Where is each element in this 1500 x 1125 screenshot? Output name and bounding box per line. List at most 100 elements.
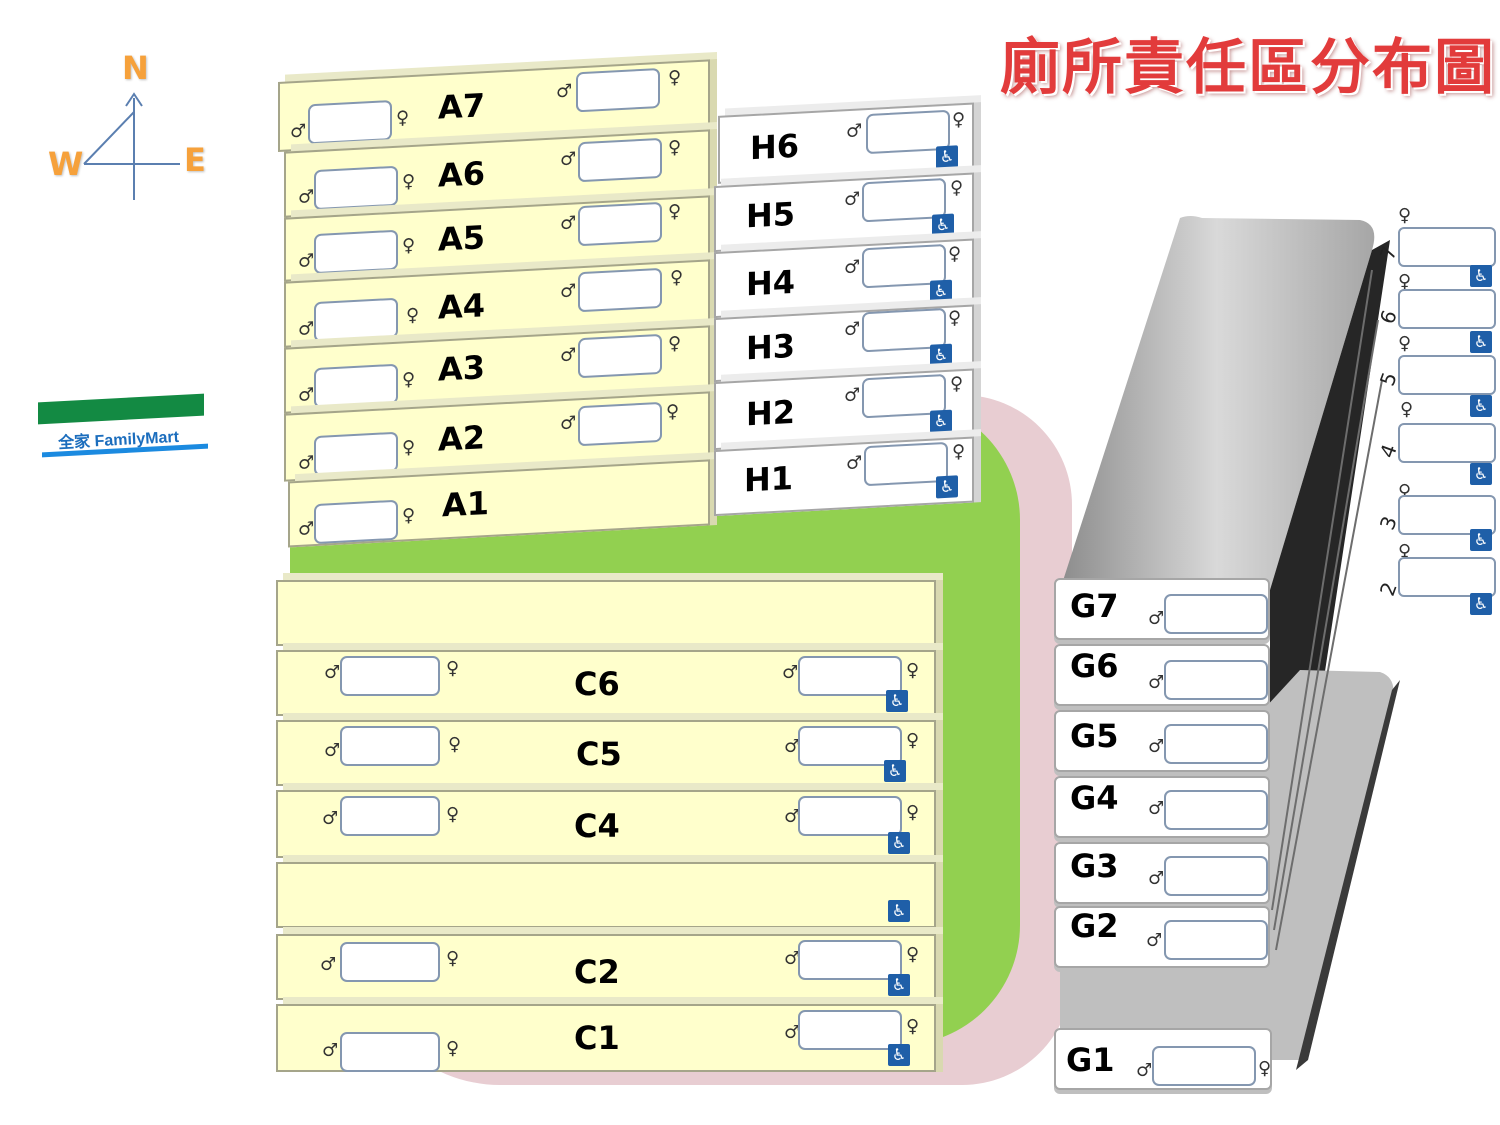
- building-h-floor-1[interactable]: H1 ♂ ♀ ♿: [714, 436, 974, 517]
- female-icon: ♀: [448, 734, 462, 755]
- responsibility-box[interactable]: [314, 499, 398, 545]
- male-icon: ♂: [1148, 672, 1165, 693]
- responsibility-box[interactable]: [1398, 423, 1496, 463]
- building-g-floor-5[interactable]: G5 ♂: [1054, 710, 1270, 772]
- building-g-floor-2[interactable]: G2 ♂: [1054, 906, 1270, 968]
- female-icon: ♀: [396, 107, 410, 129]
- building-c-floor-4[interactable]: ♂ ♀ C4 ♂ ♀ ♿: [276, 790, 936, 858]
- female-icon: ♀: [950, 177, 964, 199]
- female-icon: ♀: [446, 948, 460, 969]
- accessible-toilet-icon: ♿: [930, 343, 952, 367]
- responsibility-box[interactable]: [340, 796, 440, 836]
- responsibility-box[interactable]: [798, 796, 902, 836]
- female-icon: ♀: [1398, 541, 1412, 562]
- building-c-floor-2[interactable]: ♂ ♀ C2 ♂ ♀ ♿: [276, 934, 936, 1000]
- responsibility-box[interactable]: [578, 333, 662, 379]
- floor-label-h1: H1: [744, 458, 794, 500]
- building-g-floor-4[interactable]: G4 ♂: [1054, 776, 1270, 838]
- responsibility-box[interactable]: [1152, 1046, 1256, 1086]
- compass-west-label: W: [48, 145, 84, 183]
- female-icon: ♀: [402, 504, 416, 527]
- responsibility-box[interactable]: [1398, 495, 1496, 535]
- responsibility-box[interactable]: [576, 67, 660, 113]
- compass-arrow-icon: [83, 92, 180, 200]
- responsibility-box[interactable]: [1164, 594, 1268, 634]
- responsibility-box[interactable]: [340, 1032, 440, 1072]
- male-icon: ♂: [1136, 1060, 1153, 1081]
- responsibility-box[interactable]: [798, 726, 902, 766]
- female-icon: ♀: [1400, 399, 1414, 420]
- responsibility-box[interactable]: [1164, 724, 1268, 764]
- responsibility-box[interactable]: [1398, 227, 1496, 267]
- side-floor-3-label: 3: [1374, 512, 1402, 534]
- responsibility-box[interactable]: [798, 940, 902, 980]
- side-floor-5-label: 5: [1374, 368, 1402, 390]
- responsibility-box[interactable]: [578, 201, 662, 247]
- male-icon: ♂: [298, 384, 315, 406]
- building-c-floor-6[interactable]: ♂ ♀ C6 ♂ ♀ ♿: [276, 650, 936, 716]
- responsibility-box[interactable]: [578, 401, 662, 447]
- building-c-floor-3[interactable]: ♿: [276, 862, 936, 928]
- accessible-toilet-icon: ♿: [886, 690, 908, 712]
- female-icon: ♀: [906, 802, 920, 823]
- responsibility-box[interactable]: [578, 137, 662, 183]
- floor-label-g3: G3: [1070, 847, 1119, 885]
- building-g-floor-7[interactable]: G7 ♂: [1054, 578, 1270, 640]
- building-g-floor-1[interactable]: G1 ♂ ♀: [1054, 1028, 1272, 1090]
- floor-label-g7: G7: [1070, 587, 1119, 625]
- responsibility-box[interactable]: [314, 297, 398, 343]
- male-icon: ♂: [1148, 868, 1165, 889]
- responsibility-box[interactable]: [1164, 660, 1268, 700]
- building-c-floor-1[interactable]: ♂ ♀ C1 ♂ ♀ ♿: [276, 1004, 936, 1072]
- accessible-toilet-icon: ♿: [888, 900, 910, 922]
- responsibility-box[interactable]: [1398, 289, 1496, 329]
- floor-label-h2: H2: [746, 392, 796, 434]
- male-icon: ♂: [782, 662, 799, 683]
- female-icon: ♀: [446, 1038, 460, 1059]
- responsibility-box[interactable]: [340, 726, 440, 766]
- floor-label-c5: C5: [576, 735, 622, 773]
- responsibility-box[interactable]: [1164, 790, 1268, 830]
- male-icon: ♂: [844, 188, 861, 211]
- responsibility-box[interactable]: [314, 229, 398, 275]
- floor-label-h5: H5: [746, 194, 796, 236]
- male-icon: ♂: [844, 256, 861, 279]
- responsibility-box[interactable]: [1398, 557, 1496, 597]
- building-h-floor-6[interactable]: H6 ♂ ♀ ♿: [718, 102, 974, 184]
- accessible-toilet-icon: ♿: [1470, 395, 1492, 417]
- floor-label-c1: C1: [574, 1019, 620, 1057]
- male-icon: ♂: [784, 736, 801, 757]
- building-g-side-floors: ♀ 7 ♿ ♀ 6 ♿ ♀ 5 ♿ ♀ 4 ♿ ♀ 3 ♿ ♀ 2 ♿: [1374, 205, 1500, 625]
- compass-north-label: N: [122, 49, 149, 87]
- responsibility-box[interactable]: [1164, 920, 1268, 960]
- floor-label-a2: A2: [438, 418, 486, 459]
- male-icon: ♂: [844, 384, 861, 407]
- male-icon: ♂: [298, 518, 315, 540]
- responsibility-box[interactable]: [314, 431, 398, 477]
- building-c-floor-7[interactable]: [276, 580, 936, 646]
- male-icon: ♂: [322, 1040, 339, 1061]
- male-icon: ♂: [556, 80, 573, 103]
- responsibility-box[interactable]: [314, 165, 398, 211]
- floor-label-g6: G6: [1070, 647, 1119, 685]
- building-g-floor-3[interactable]: G3 ♂: [1054, 842, 1270, 904]
- responsibility-box[interactable]: [578, 267, 662, 313]
- female-icon: ♀: [906, 730, 920, 751]
- responsibility-box[interactable]: [798, 1010, 902, 1050]
- responsibility-box[interactable]: [340, 656, 440, 696]
- map-title: 廁所責任區分布圖: [1000, 33, 1496, 103]
- compass-east-label: E: [184, 141, 206, 179]
- responsibility-box[interactable]: [314, 363, 398, 409]
- responsibility-box[interactable]: [1164, 856, 1268, 896]
- responsibility-box[interactable]: [798, 656, 902, 696]
- accessible-toilet-icon: ♿: [936, 475, 958, 499]
- responsibility-box[interactable]: [340, 942, 440, 982]
- floor-label-a1: A1: [442, 483, 490, 525]
- floor-label-a7: A7: [438, 86, 486, 127]
- responsibility-box[interactable]: [308, 100, 392, 145]
- building-g-floor-6[interactable]: G6 ♂: [1054, 644, 1270, 706]
- responsibility-box[interactable]: [1398, 355, 1496, 395]
- building-c-floor-5[interactable]: ♂ ♀ C5 ♂ ♀ ♿: [276, 720, 936, 786]
- female-icon: ♀: [1398, 271, 1412, 292]
- female-icon: ♀: [952, 440, 966, 463]
